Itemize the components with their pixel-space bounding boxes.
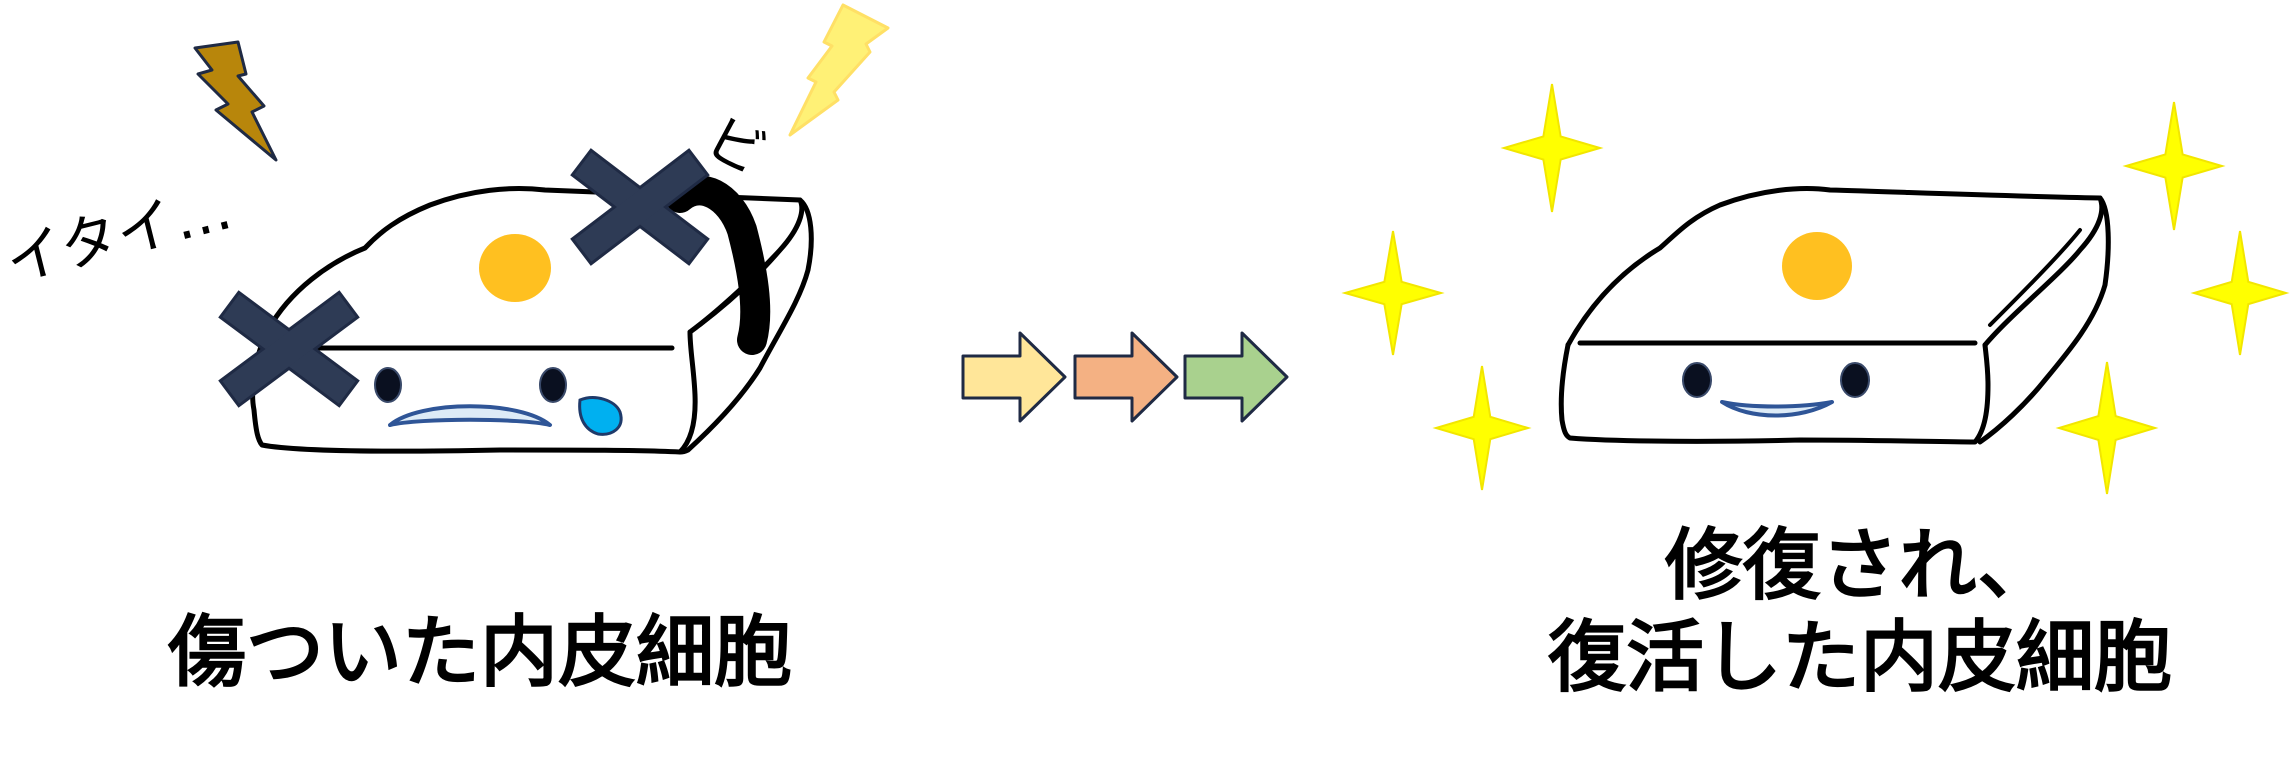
lightning-bolt-icon [788,3,890,137]
sparkle-icon [2190,230,2290,356]
sad-mouth [388,404,552,427]
cell-body-side [1977,195,2111,445]
cross-mark-icon [218,290,360,408]
right-eye [539,367,567,403]
sparkle-icon [2055,361,2159,495]
arrow-right-icon [961,331,1067,423]
cell-body-side [677,197,814,455]
cell-body-front [250,327,698,455]
transition-arrows [961,331,1289,423]
right-eye [1840,362,1870,398]
nucleus [1782,232,1852,300]
pain-text: イタイ… [0,174,238,296]
repaired-cell-caption: 修復され、 復活した内皮細胞 [1450,520,2270,704]
crack-mark [665,175,771,355]
left-eye [1682,362,1712,398]
cell-body-front [1558,342,1991,445]
cross-mark-icon [570,148,710,266]
cell-inner-edge [1988,228,2082,327]
smile-mouth [1720,400,1834,418]
arrow-right-icon [1183,331,1289,423]
sparkle-icon [1341,230,1445,356]
repaired-cell [1341,83,2290,495]
sparkle-icon [2122,101,2226,231]
tear-drop [578,396,623,436]
repaired-cell-caption-line1: 修復され、 [1664,521,2056,611]
repaired-cell-caption-line2: 復活した内皮細胞 [1547,613,2172,703]
arrow-right-icon [1073,331,1179,423]
sparkle-icon [1500,83,1604,213]
damaged-cell: イタイ… ビ [0,3,890,455]
cell-body-top [1565,186,2105,348]
left-eye [374,367,402,403]
damaged-cell-caption: 傷ついた内皮細胞 [167,608,792,698]
nucleus [479,234,551,302]
sparkle-icon [1432,365,1532,491]
lightning-bolt-icon [193,40,278,162]
